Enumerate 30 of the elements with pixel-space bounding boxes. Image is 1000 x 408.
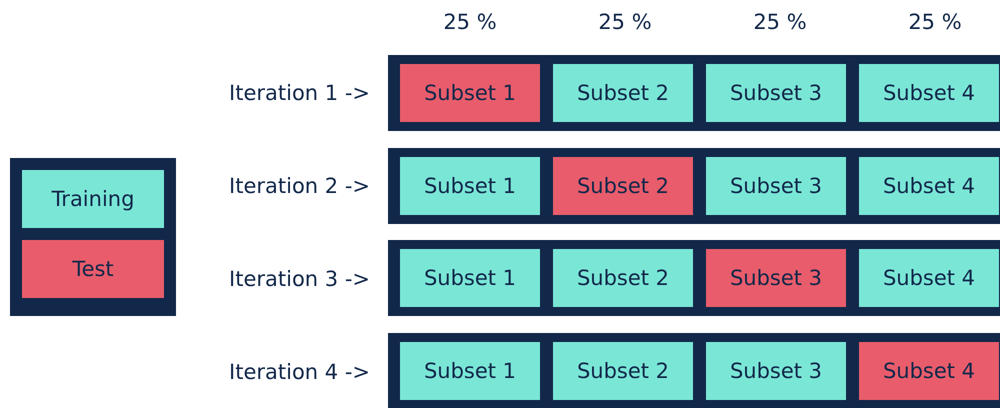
subset-cell: Subset 4 xyxy=(859,342,999,400)
subset-cell: Subset 2 xyxy=(553,64,693,122)
column-percentage: 25 % xyxy=(907,10,963,34)
subset-cell: Subset 4 xyxy=(859,157,999,215)
row-band xyxy=(388,55,1000,131)
subset-cell: Subset 3 xyxy=(706,342,846,400)
column-percentage: 25 % xyxy=(442,10,498,34)
legend-label: Training xyxy=(52,187,134,211)
iteration-label: Iteration 3 -> xyxy=(229,267,370,291)
subset-cell: Subset 2 xyxy=(553,157,693,215)
column-percentage: 25 % xyxy=(752,10,808,34)
subset-cell: Subset 4 xyxy=(859,249,999,307)
row-band xyxy=(388,240,1000,316)
legend-label: Test xyxy=(72,257,114,281)
row-band xyxy=(388,333,1000,408)
row-band xyxy=(388,148,1000,224)
subset-cell: Subset 3 xyxy=(706,249,846,307)
subset-cell: Subset 1 xyxy=(400,64,540,122)
subset-cell: Subset 2 xyxy=(553,342,693,400)
subset-cell: Subset 2 xyxy=(553,249,693,307)
column-percentage: 25 % xyxy=(597,10,653,34)
subset-cell: Subset 4 xyxy=(859,64,999,122)
subset-cell: Subset 1 xyxy=(400,157,540,215)
subset-cell: Subset 3 xyxy=(706,64,846,122)
subset-cell: Subset 3 xyxy=(706,157,846,215)
iteration-label: Iteration 2 -> xyxy=(229,174,370,198)
subset-cell: Subset 1 xyxy=(400,342,540,400)
subset-cell: Subset 1 xyxy=(400,249,540,307)
iteration-label: Iteration 1 -> xyxy=(229,81,370,105)
iteration-label: Iteration 4 -> xyxy=(229,360,370,384)
